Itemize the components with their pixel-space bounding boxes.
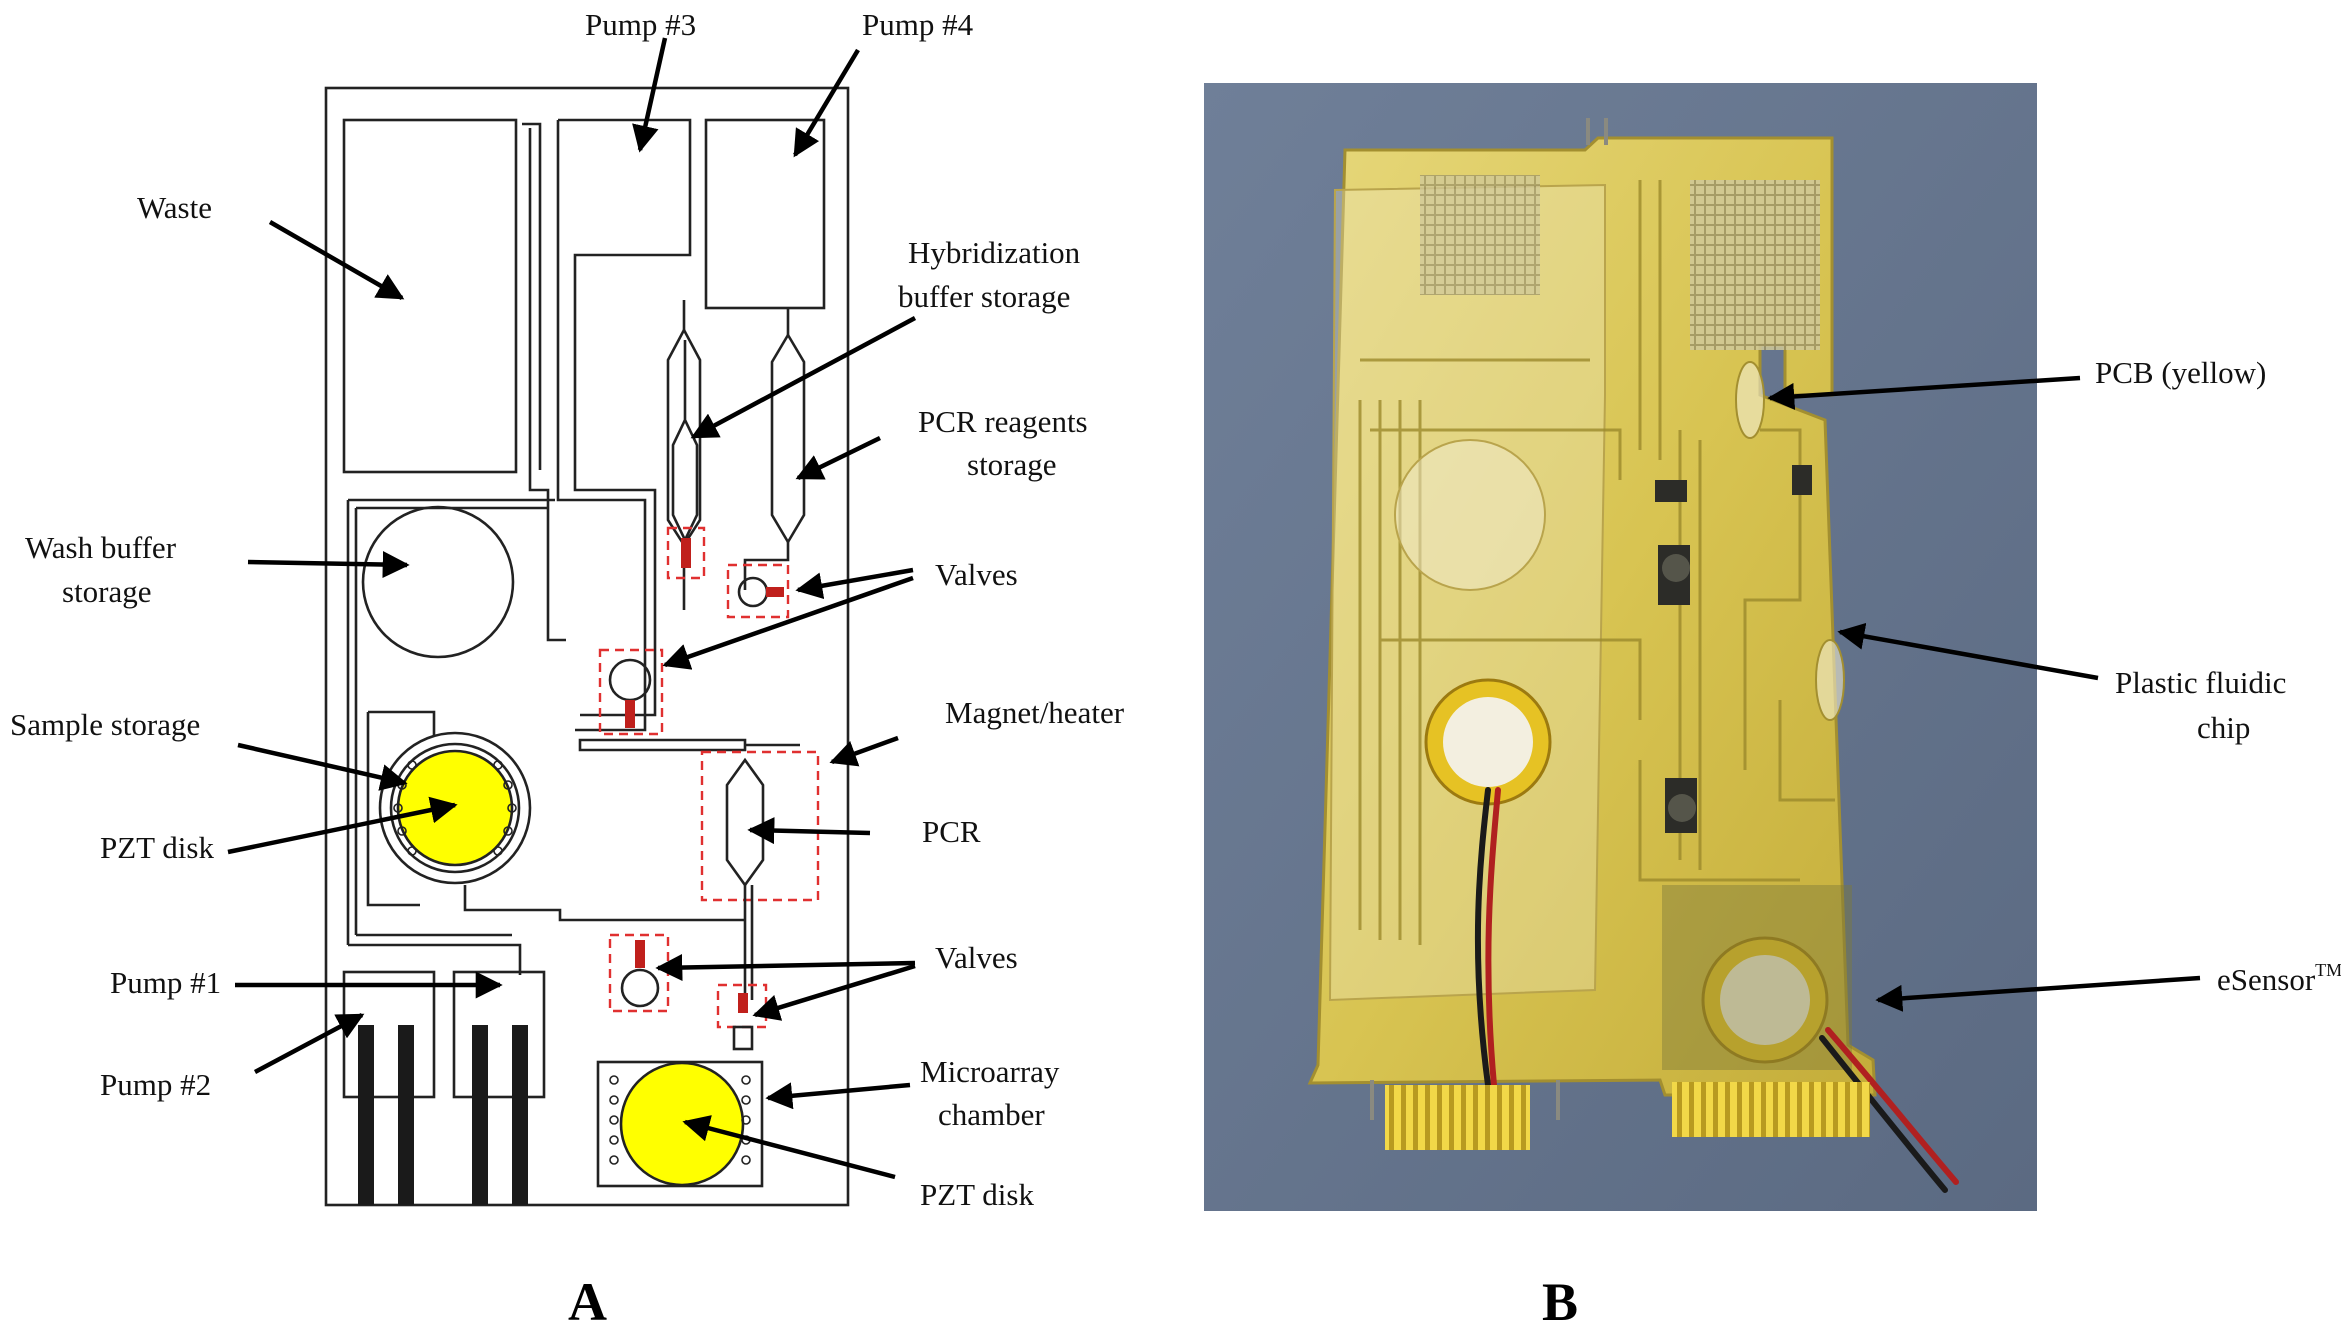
header-pins <box>1370 118 1608 1120</box>
pcr-channel <box>743 885 754 1000</box>
valve-box-3 <box>598 648 664 736</box>
pzt-disk-photo-right-center <box>1720 955 1810 1045</box>
label-esensor-tm: TM <box>2315 960 2341 980</box>
wash-reservoir-photo <box>1394 439 1546 591</box>
hybridization-buffer-chamber <box>671 340 699 544</box>
microarray-holes <box>609 1075 751 1165</box>
label-hybridization-2: buffer storage <box>898 279 1070 314</box>
schematic-panel-a: Pump #3 Pump #4 Waste Hybridization buff… <box>10 7 1125 1332</box>
pump1-reservoir <box>452 970 546 1099</box>
pump2-reservoir <box>342 970 436 1099</box>
label-pcr-reagents-1: PCR reagents <box>918 404 1088 439</box>
pcb-chamber-oval <box>1735 361 1765 439</box>
label-valves-bottom: Valves <box>935 940 1018 975</box>
valve-2-chamber <box>737 576 769 608</box>
waste-chamber <box>342 118 518 474</box>
valve-4 <box>635 940 645 968</box>
label-pump1: Pump #1 <box>110 965 221 1000</box>
label-pzt-bottom: PZT disk <box>920 1177 1034 1212</box>
wash-buffer-chamber <box>361 505 515 659</box>
label-valves-top: Valves <box>935 557 1018 592</box>
grid-array-right <box>1690 180 1820 350</box>
valve-5 <box>738 993 748 1013</box>
label-plastic-chip-2: chip <box>2197 710 2250 745</box>
valve-box-1 <box>666 526 706 580</box>
pzt-disk-photo-left-center <box>1443 697 1533 787</box>
central-channel <box>578 738 800 752</box>
chip-outline <box>324 86 850 1207</box>
grid-array-left <box>1420 175 1540 295</box>
connector-pins-right <box>1672 1082 1870 1137</box>
label-sample-storage: Sample storage <box>10 707 200 742</box>
lower-channel <box>348 885 745 975</box>
valve-3 <box>625 700 635 728</box>
pzt-disk-bottom <box>619 1061 745 1187</box>
label-waste: Waste <box>137 190 212 225</box>
panel-letter-b: B <box>1542 1272 1578 1332</box>
label-pump3: Pump #3 <box>585 7 696 42</box>
label-pzt-left: PZT disk <box>100 830 214 865</box>
label-microarray-2: chamber <box>938 1097 1045 1132</box>
label-esensor: eSensorTM <box>2217 960 2341 997</box>
sample-storage-inner <box>389 742 521 874</box>
photo-panel-b: PCB (yellow) Plastic fluidic chip eSenso… <box>1204 83 2341 1332</box>
label-wash-1: Wash buffer <box>25 530 177 565</box>
label-wash-2: storage <box>62 574 152 609</box>
valve-2 <box>766 587 784 597</box>
pcb-components <box>1655 465 1812 833</box>
wash-channel <box>346 498 555 945</box>
arrows-panel-b <box>1767 375 2201 1012</box>
pump3-reservoir <box>558 118 692 717</box>
label-pcr-reagents-2: storage <box>967 447 1057 482</box>
wires <box>1474 787 1959 1193</box>
label-pump2: Pump #2 <box>100 1067 211 1102</box>
label-esensor-text: eSensor <box>2217 962 2316 997</box>
plastic-chamber-oval <box>1815 639 1845 721</box>
pcr-reagents-channel <box>743 308 790 590</box>
label-microarray-1: Microarray <box>920 1054 1060 1089</box>
pump-electrodes <box>358 1025 528 1205</box>
sample-storage-outer <box>378 731 532 885</box>
pcr-reagents-chamber <box>770 332 806 545</box>
label-magnet-heater: Magnet/heater <box>945 695 1125 730</box>
connector-pins-left <box>1385 1085 1530 1150</box>
plastic-fluidic-chip <box>1328 183 1606 1002</box>
valve-1 <box>681 538 691 568</box>
label-pump4: Pump #4 <box>862 7 974 42</box>
valve-5-port <box>732 1025 754 1051</box>
label-hybridization-1: Hybridization <box>908 235 1081 270</box>
label-plastic-chip-1: Plastic fluidic <box>2115 665 2286 700</box>
pcr-chamber <box>725 757 765 888</box>
waste-channel <box>522 122 566 642</box>
label-pcr: PCR <box>922 814 981 849</box>
arrows-panel-a <box>227 37 917 1180</box>
pump4-reservoir <box>704 118 826 310</box>
label-pcb: PCB (yellow) <box>2095 355 2266 390</box>
pcb-traces <box>1358 180 1835 945</box>
panel-letter-a: A <box>568 1272 607 1332</box>
pump3-channel <box>556 120 647 732</box>
valve-box-2 <box>726 563 790 619</box>
valve-4-chamber <box>620 968 660 1008</box>
magnet-heater-box <box>700 750 820 902</box>
